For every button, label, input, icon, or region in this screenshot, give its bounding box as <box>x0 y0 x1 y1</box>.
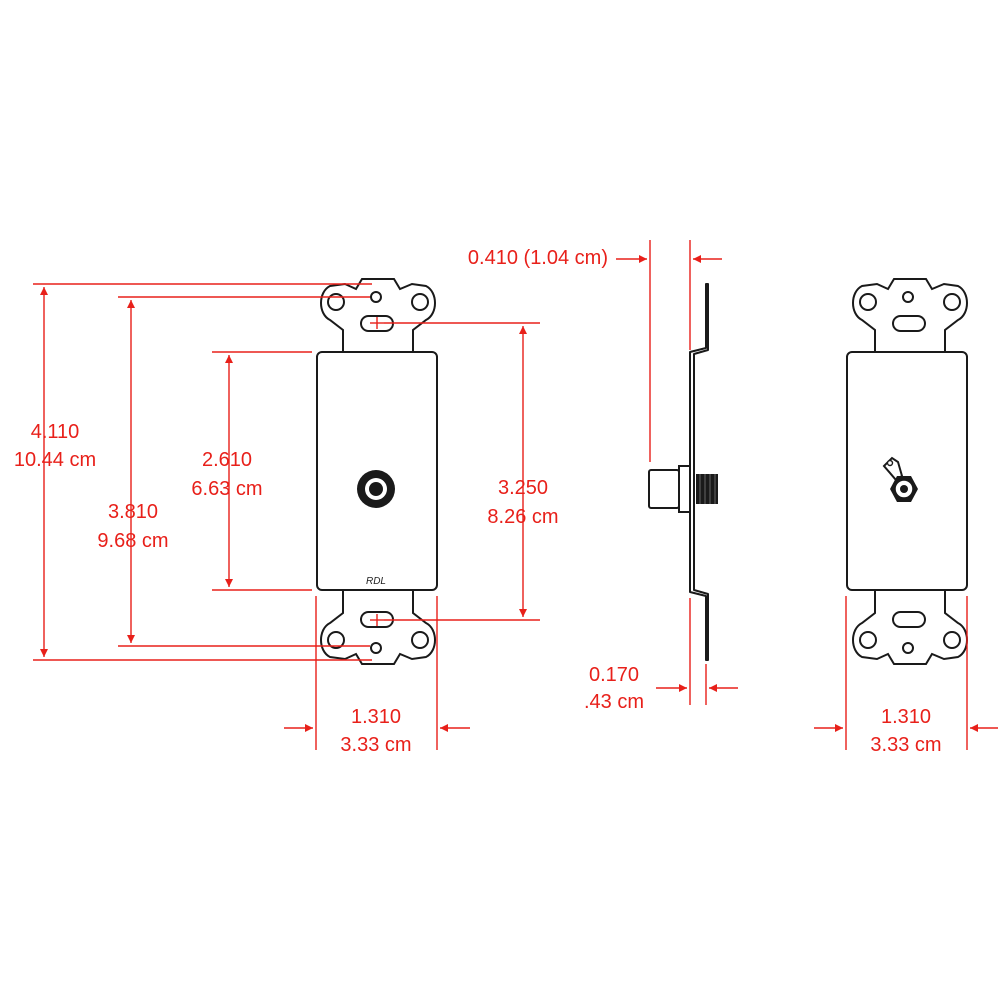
rear-top-right-ear-hole <box>943 293 961 311</box>
side-plug-flange <box>678 465 691 513</box>
rear-top-slot <box>892 315 926 332</box>
rear-top-left-ear-hole <box>859 293 877 311</box>
front-top-screw-hole <box>370 291 382 303</box>
front-width-inches: 1.310 <box>351 706 401 728</box>
front-width-cm: 3.33 cm <box>340 734 411 756</box>
side-view <box>648 283 718 661</box>
overall-height-inches: 4.110 <box>31 421 80 443</box>
front-bottom-left-ear-hole <box>327 631 345 649</box>
side-plate-profile <box>689 283 709 661</box>
rear-jack-center <box>900 485 908 493</box>
front-rca-jack-center <box>369 482 383 496</box>
hole-spacing-cm: 9.68 cm <box>97 530 168 552</box>
side-threaded-nut <box>696 474 718 504</box>
rear-width-cm: 3.33 cm <box>870 734 941 756</box>
rear-plate-body <box>846 351 968 591</box>
rear-view <box>846 278 968 665</box>
plate-height-cm: 6.63 cm <box>191 478 262 500</box>
rear-top-screw-hole <box>902 291 914 303</box>
rear-bottom-slot <box>892 611 926 628</box>
front-bottom-screw-hole <box>370 642 382 654</box>
side-plug-body <box>648 469 680 509</box>
plate-height-inches: 2.610 <box>202 449 252 471</box>
rear-bottom-screw-hole <box>902 642 914 654</box>
front-view: RDL <box>316 278 438 665</box>
rear-width-inches: 1.310 <box>881 706 931 728</box>
overall-height-cm: 10.44 cm <box>14 449 96 471</box>
hole-spacing-inches: 3.810 <box>108 501 158 523</box>
front-dimensions: 4.110 10.44 cm 3.810 9.68 cm 2.610 6.63 … <box>14 283 559 756</box>
front-top-left-ear-hole <box>327 293 345 311</box>
side-dimensions: 0.410 (1.04 cm) 0.170 .43 cm <box>468 240 738 713</box>
slot-spacing-cm: 8.26 cm <box>487 506 558 528</box>
brand-label: RDL <box>366 576 386 587</box>
thickness-cm: .43 cm <box>584 691 644 713</box>
slot-spacing-inches: 3.250 <box>498 477 548 499</box>
rear-dimensions: 1.310 3.33 cm <box>814 596 998 756</box>
depth-label: 0.410 (1.04 cm) <box>468 247 608 269</box>
rear-bottom-right-ear-hole <box>943 631 961 649</box>
front-top-right-ear-hole <box>411 293 429 311</box>
front-bottom-right-ear-hole <box>411 631 429 649</box>
rear-bottom-left-ear-hole <box>859 631 877 649</box>
thickness-inches: 0.170 <box>589 664 639 686</box>
